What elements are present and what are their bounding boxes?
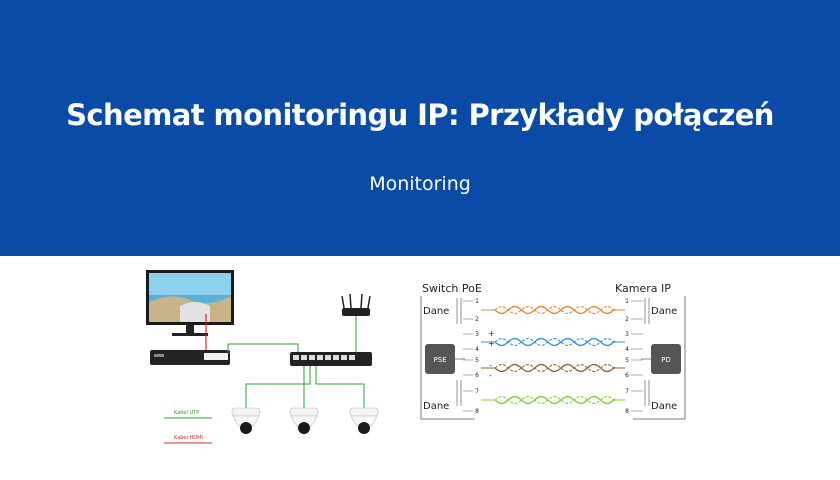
pin-left-4: 4 [475, 346, 479, 353]
pin-right-8: 8 [625, 408, 629, 415]
header-banner: Schemat monitoringu IP: Przykłady połącz… [0, 0, 840, 256]
twisted-pair-wire [494, 337, 616, 347]
pin-right-6: 6 [625, 372, 629, 379]
monitor-icon [146, 270, 234, 336]
camera-ip-title: Kamera IP [615, 282, 671, 295]
wifi-router-icon [341, 293, 371, 316]
legend-utp-label: Kabel UTP [174, 410, 199, 416]
twisted-pair-wire [494, 363, 616, 373]
dome-camera-icon [289, 407, 319, 434]
twisted-pair-wire [494, 395, 616, 405]
pd-box: PD [651, 344, 681, 374]
poe-switch-icon [290, 352, 372, 366]
pin-left-2: 2 [475, 316, 479, 323]
switch-poe-title: Switch PoE [422, 282, 482, 295]
twisted-pair-wire [494, 337, 616, 347]
pin-right-1: 1 [625, 298, 629, 305]
data-label-bottom-right: Dane [651, 401, 677, 412]
data-label-top-right: Dane [651, 306, 677, 317]
pse-box: PSE [425, 344, 455, 374]
network-topology-diagram: Kabel UTP Kabel HDMI [146, 270, 379, 444]
pin-left-7: 7 [475, 388, 479, 395]
page-title: Schemat monitoringu IP: Przykłady połącz… [66, 98, 774, 132]
twisted-pairs [481, 305, 625, 405]
pin-left-3: 3 [475, 331, 479, 338]
dome-camera-icon [231, 407, 261, 434]
pin-left-6: 6 [475, 372, 479, 379]
legend-hdmi-label: Kabel HDMI [174, 435, 203, 441]
plus-sign: + [488, 329, 495, 338]
pin-right-5: 5 [625, 357, 629, 364]
nvr-recorder-icon [150, 350, 230, 365]
twisted-pair-wire [494, 305, 616, 315]
pin-right-2: 2 [625, 316, 629, 323]
pin-right-7: 7 [625, 388, 629, 395]
category-label: Monitoring [369, 173, 471, 195]
pin-left-1: 1 [475, 298, 479, 305]
pd-label: PD [661, 356, 671, 364]
pse-label: PSE [433, 356, 446, 364]
twisted-pair-wire [494, 305, 616, 315]
pin-left-5: 5 [475, 357, 479, 364]
pin-right-4: 4 [625, 346, 629, 353]
plus-sign: + [488, 339, 495, 348]
legend: Kabel UTP Kabel HDMI [164, 410, 212, 444]
minus-sign: - [489, 371, 492, 380]
data-label-bottom-left: Dane [423, 401, 449, 412]
pin-right-3: 3 [625, 331, 629, 338]
twisted-pair-wire [494, 363, 616, 373]
twisted-pair-wire [494, 395, 616, 405]
pin-left-8: 8 [475, 408, 479, 415]
dome-camera-icon [349, 407, 379, 434]
minus-sign: - [489, 361, 492, 370]
data-label-top-left: Dane [423, 306, 449, 317]
poe-wiring-diagram: Switch PoE Kamera IP Dane Dane Dane Dane… [420, 282, 686, 420]
